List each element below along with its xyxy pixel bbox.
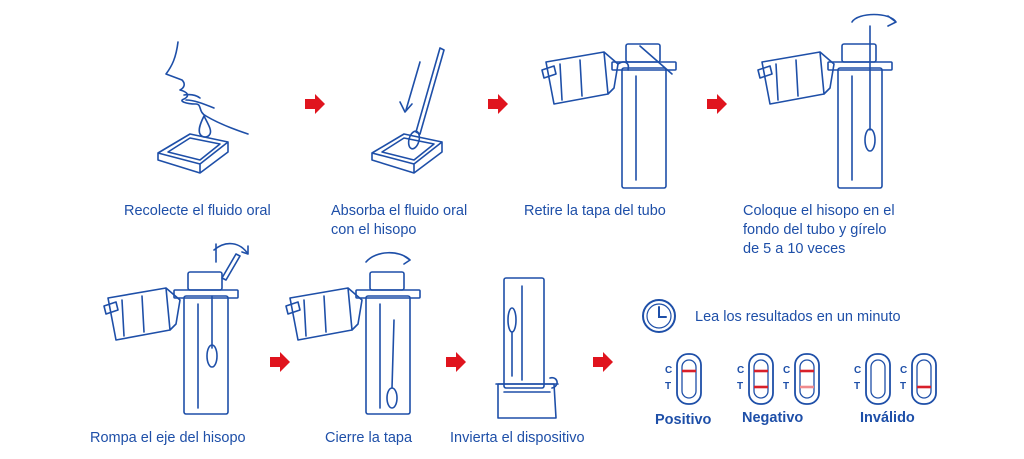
c-label: C bbox=[783, 365, 791, 376]
cassette-invalid-1 bbox=[865, 353, 891, 405]
step1-illustration bbox=[157, 41, 249, 174]
c-label: C bbox=[854, 365, 862, 376]
c-label: C bbox=[900, 365, 908, 376]
cap-arrow bbox=[639, 45, 673, 75]
tube-body bbox=[183, 295, 229, 415]
c-label: C bbox=[737, 365, 745, 376]
inverted-cap bbox=[497, 383, 557, 419]
result-positive-label: Positivo bbox=[655, 412, 712, 428]
break-arrow bbox=[213, 242, 249, 255]
step5-caption: Rompa el eje del hisopo bbox=[90, 430, 246, 446]
cassette-negative-2 bbox=[794, 353, 820, 405]
result-invalid-label: Inválido bbox=[860, 410, 915, 426]
swab-tip bbox=[206, 344, 218, 368]
step6-caption: Cierre la tapa bbox=[325, 430, 413, 446]
step4-caption-line1: Coloque el hisopo en el bbox=[743, 203, 895, 219]
step4-caption: Coloque el hisopo en el fondo del tubo y… bbox=[743, 202, 895, 259]
step4-caption-line2: fondo del tubo y gírelo bbox=[743, 222, 887, 238]
collection-tray bbox=[157, 133, 229, 174]
tube-body bbox=[621, 67, 667, 189]
arrow-4-icon bbox=[270, 352, 290, 372]
t-label: T bbox=[665, 381, 672, 392]
arrow-3-icon bbox=[707, 94, 727, 114]
mouth-line bbox=[183, 93, 201, 99]
swab-shaft bbox=[415, 47, 445, 135]
cap-strap bbox=[617, 61, 630, 71]
ct-labels-invalid-1: C T bbox=[854, 363, 861, 395]
result-negative-label: Negativo bbox=[742, 410, 804, 426]
ct-labels-negative-2: C T bbox=[783, 363, 790, 395]
t-label: T bbox=[783, 381, 790, 392]
step2-illustration bbox=[371, 47, 445, 174]
t-label: T bbox=[737, 381, 744, 392]
open-cap bbox=[545, 51, 619, 105]
swab-tip bbox=[386, 387, 398, 409]
open-cap bbox=[289, 287, 363, 341]
t-label: T bbox=[854, 381, 861, 392]
clock-icon bbox=[642, 299, 676, 333]
step3-illustration bbox=[541, 43, 677, 189]
face-profile bbox=[165, 41, 249, 135]
tray bbox=[371, 133, 443, 174]
arrow-5-icon bbox=[446, 352, 466, 372]
arrow-6-icon bbox=[593, 352, 613, 372]
step1-caption: Recolecte el fluido oral bbox=[124, 203, 271, 219]
step7-illustration bbox=[495, 277, 559, 419]
swab-tip bbox=[507, 307, 517, 333]
step2-caption-line1: Absorba el fluido oral bbox=[331, 203, 468, 219]
ct-labels-positive: C T bbox=[665, 363, 672, 395]
step4-illustration bbox=[757, 13, 897, 189]
open-cap bbox=[761, 51, 835, 105]
results-instruction: Lea los resultados en un minuto bbox=[695, 309, 901, 325]
swab-tip bbox=[407, 130, 421, 150]
t-label: T bbox=[900, 381, 907, 392]
step2-caption: Absorba el fluido oral con el hisopo bbox=[331, 202, 467, 240]
step3-caption: Retire la tapa del tubo bbox=[524, 203, 666, 219]
step6-illustration bbox=[285, 251, 421, 415]
ct-labels-invalid-2: C T bbox=[900, 363, 907, 395]
swab-shaft bbox=[391, 319, 395, 389]
rotation-arrow bbox=[851, 13, 897, 27]
tongue bbox=[185, 99, 215, 109]
tube-body bbox=[365, 295, 411, 415]
step2-caption-line2: con el hisopo bbox=[331, 222, 417, 238]
cassette-negative-1 bbox=[748, 353, 774, 405]
inverted-tube bbox=[503, 277, 545, 389]
open-cap bbox=[107, 287, 181, 341]
step4-caption-line3: de 5 a 10 veces bbox=[743, 241, 846, 257]
cassette-positive bbox=[676, 353, 702, 405]
tube-body bbox=[837, 67, 883, 189]
ct-labels-negative-1: C T bbox=[737, 363, 744, 395]
motion-arrow bbox=[399, 61, 421, 113]
result-cassettes bbox=[676, 353, 937, 405]
c-label: C bbox=[665, 365, 673, 376]
arrow-2-icon bbox=[488, 94, 508, 114]
step7-caption: Invierta el dispositivo bbox=[450, 430, 585, 446]
step5-illustration bbox=[103, 242, 249, 415]
broken-shaft bbox=[221, 253, 241, 281]
close-arrow bbox=[365, 251, 411, 265]
arrow-1-icon bbox=[305, 94, 325, 114]
swab-tip bbox=[864, 128, 876, 152]
cassette-invalid-2 bbox=[911, 353, 937, 405]
oral-drop bbox=[198, 115, 212, 138]
